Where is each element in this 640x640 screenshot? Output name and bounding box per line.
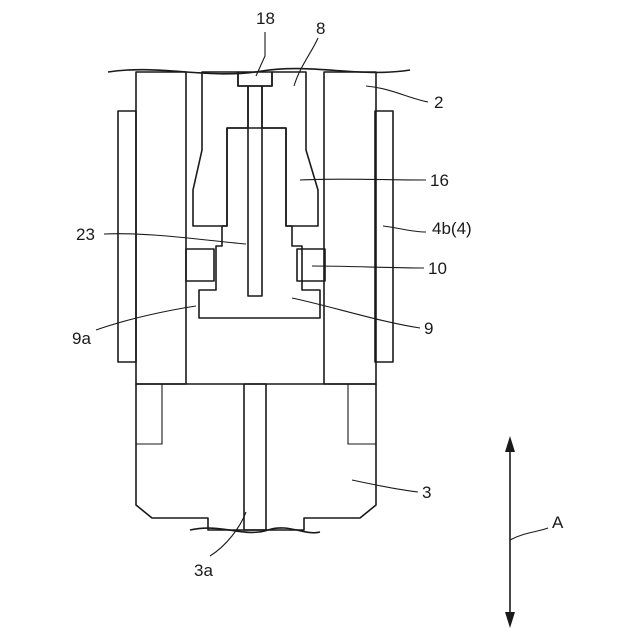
label-10: 10	[428, 259, 447, 278]
label-3: 3	[422, 483, 431, 502]
label-4b: 4b(4)	[432, 219, 472, 238]
label-a: A	[552, 513, 564, 532]
reference-labels: 18 8 2 16 4b(4) 23 10 9a 9 3 3a A	[72, 9, 564, 580]
label-8: 8	[316, 19, 325, 38]
stem-8	[193, 72, 318, 226]
break-lines	[108, 69, 410, 533]
label-9a: 9a	[72, 329, 91, 348]
label-18: 18	[256, 9, 275, 28]
label-23: 23	[76, 225, 95, 244]
label-3a: 3a	[194, 561, 213, 580]
pin-18	[238, 72, 272, 296]
inner-core-16-9	[199, 128, 320, 318]
sleeve-4b	[118, 111, 393, 362]
seal-ring-10	[186, 249, 325, 281]
body-3	[136, 384, 376, 530]
label-16: 16	[430, 171, 449, 190]
label-2: 2	[434, 93, 443, 112]
label-9: 9	[424, 319, 433, 338]
direction-arrow-a	[505, 436, 548, 628]
housing-2	[136, 72, 376, 384]
